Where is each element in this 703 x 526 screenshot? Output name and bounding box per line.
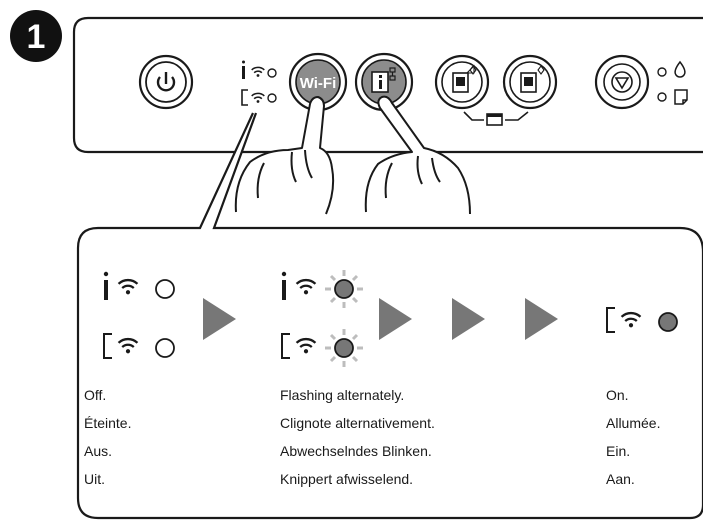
stop-button[interactable]: [594, 54, 650, 110]
flashing-description: Flashing alternately. Clignote alternati…: [280, 381, 435, 493]
on-text-fr: Allumée.: [606, 415, 661, 431]
arrow-right-icon: [203, 298, 236, 340]
power-button[interactable]: [138, 54, 194, 110]
on-description: On. Allumée. Ein. Aan.: [606, 381, 660, 493]
hand-pointer-icon: [364, 95, 471, 215]
hand-pointer-icon: [234, 96, 335, 215]
flashing-text-en: Flashing alternately.: [280, 387, 405, 403]
power-icon: [156, 72, 176, 92]
ink-light-row: [657, 60, 686, 78]
panel-wifi-light-row: [242, 60, 277, 79]
copy-color-button[interactable]: [502, 54, 558, 110]
on-wifi-direct-light: [606, 307, 678, 333]
paper-icon: [674, 89, 688, 105]
wifi-button[interactable]: Wi-Fi: [288, 52, 348, 112]
arrow-right-icon: [525, 298, 558, 340]
wifi-button-label: Wi-Fi: [300, 75, 337, 92]
off-text-fr: Éteinte.: [84, 415, 132, 431]
off-text-de: Aus.: [84, 443, 113, 459]
off-description: Off. Éteinte. Aus. Uit.: [84, 381, 131, 493]
step-badge: 1: [10, 10, 62, 62]
off-text-nl: Uit.: [84, 471, 105, 487]
arrow-right-icon: [379, 298, 412, 340]
off-wifi-light: [103, 271, 175, 300]
stop-icon: [611, 71, 633, 93]
flashing-text-fr: Clignote alternativement.: [280, 415, 435, 431]
info-network-icon: [371, 67, 396, 93]
off-wifi-direct-light: [103, 333, 175, 359]
flashing-text-de: Abwechselndes Blinken.: [280, 443, 432, 459]
ink-drop-icon: [674, 60, 686, 78]
flashing-wifi-direct-light: [281, 329, 363, 367]
on-text-de: Ein.: [606, 443, 631, 459]
on-text-en: On.: [606, 387, 629, 403]
copy-bw-button[interactable]: [434, 54, 490, 110]
copy-bw-icon: [452, 64, 477, 93]
off-text-en: Off.: [84, 387, 107, 403]
copy-color-icon: [520, 65, 545, 93]
flashing-wifi-light: [281, 270, 363, 308]
paper-light-row: [657, 89, 688, 105]
on-text-nl: Aan.: [606, 471, 635, 487]
copy-buttons-bracket: [463, 111, 529, 126]
panel-wifi-direct-light-row: [241, 89, 277, 106]
step-number: 1: [27, 18, 46, 56]
arrow-right-icon: [452, 298, 485, 340]
flashing-text-nl: Knippert afwisselend.: [280, 471, 414, 487]
